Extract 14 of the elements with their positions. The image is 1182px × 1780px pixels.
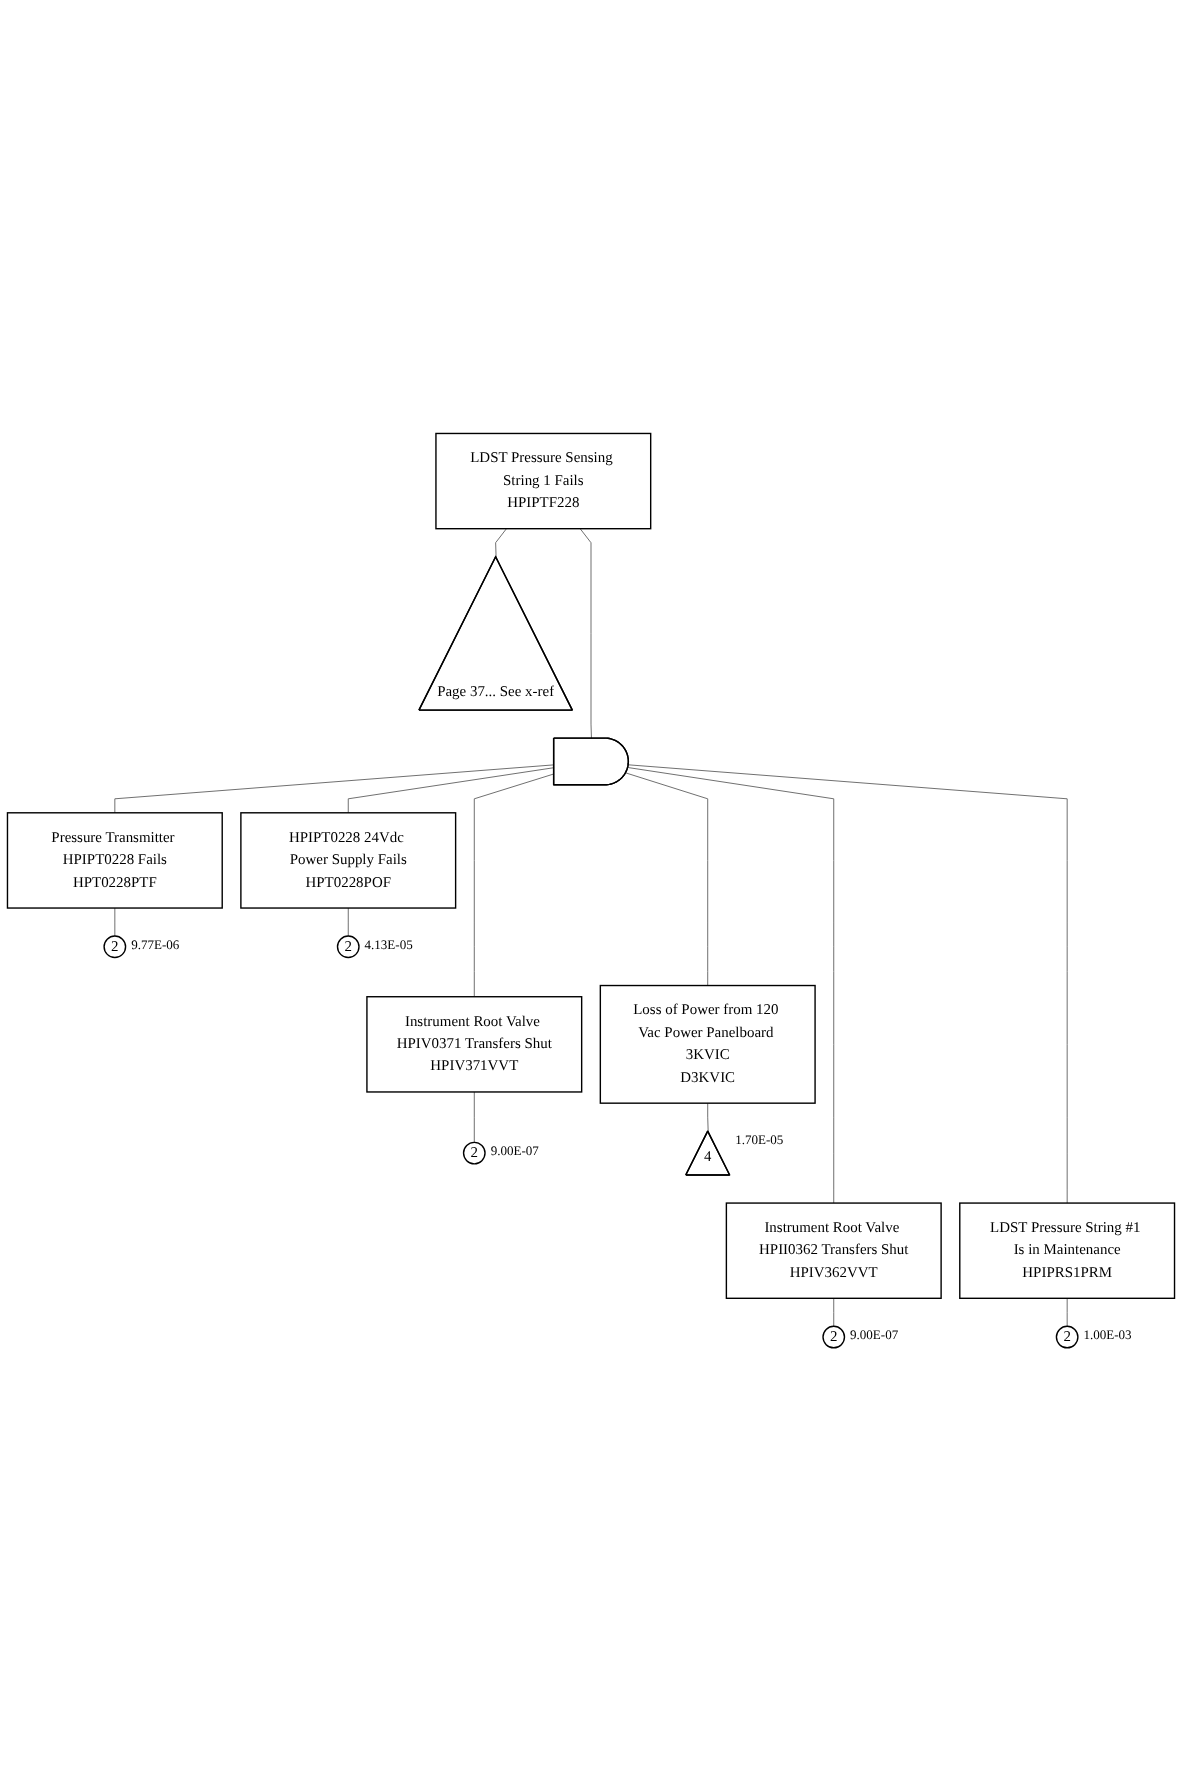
connector: [625, 771, 709, 986]
connector: [473, 1090, 475, 1142]
connector: [114, 763, 555, 813]
connector: [347, 906, 349, 936]
connector: [473, 772, 555, 997]
connector: [114, 906, 116, 936]
connector: [628, 763, 1068, 1203]
connector: [495, 527, 507, 557]
connector: [1066, 1296, 1068, 1326]
connector: [627, 766, 835, 1203]
connector: [347, 766, 555, 813]
connector: [579, 527, 592, 739]
connector: [707, 1101, 709, 1132]
connector: [833, 1296, 835, 1326]
